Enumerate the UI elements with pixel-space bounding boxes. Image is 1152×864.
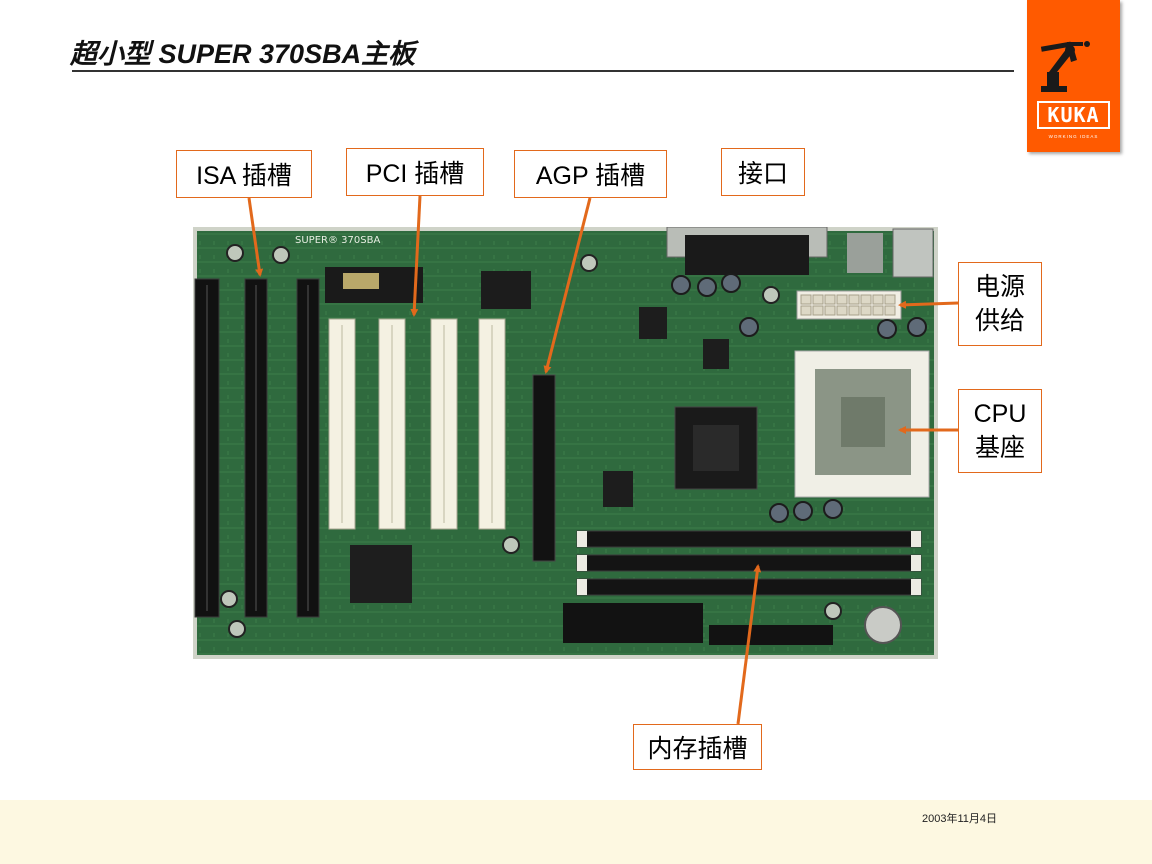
arrow-memory xyxy=(736,564,762,725)
arrow-pci xyxy=(410,195,422,317)
title-underline xyxy=(72,70,1014,72)
motherboard-image: SUPER® 370SBA xyxy=(193,227,938,659)
label-agp-slot: AGP 插槽 xyxy=(514,150,667,198)
slide-date: 2003年11月4日 xyxy=(922,813,998,825)
label-power-supply: 电源 供给 xyxy=(958,262,1042,346)
label-isa-slot: ISA 插槽 xyxy=(176,150,312,198)
logo-wordmark: KUKA xyxy=(1037,101,1110,129)
slide-title: 超小型 SUPER 370SBA主板 xyxy=(70,39,416,69)
board-silkscreen: SUPER® 370SBA xyxy=(295,235,380,246)
arrow-isa xyxy=(247,197,264,277)
label-cpu-socket: CPU 基座 xyxy=(958,389,1042,473)
robot-arm-icon xyxy=(1040,41,1090,92)
logo-tagline: WORKING IDEAS xyxy=(1048,134,1099,139)
label-pci-slot: PCI 插槽 xyxy=(346,148,484,196)
label-port: 接口 xyxy=(721,148,805,196)
arrow-agp xyxy=(543,197,592,374)
arrow-power xyxy=(898,300,959,309)
label-memory-slot: 内存插槽 xyxy=(633,724,762,770)
kuka-logo: KUKA WORKING IDEAS xyxy=(1027,0,1120,152)
slide-footer xyxy=(0,800,1152,864)
